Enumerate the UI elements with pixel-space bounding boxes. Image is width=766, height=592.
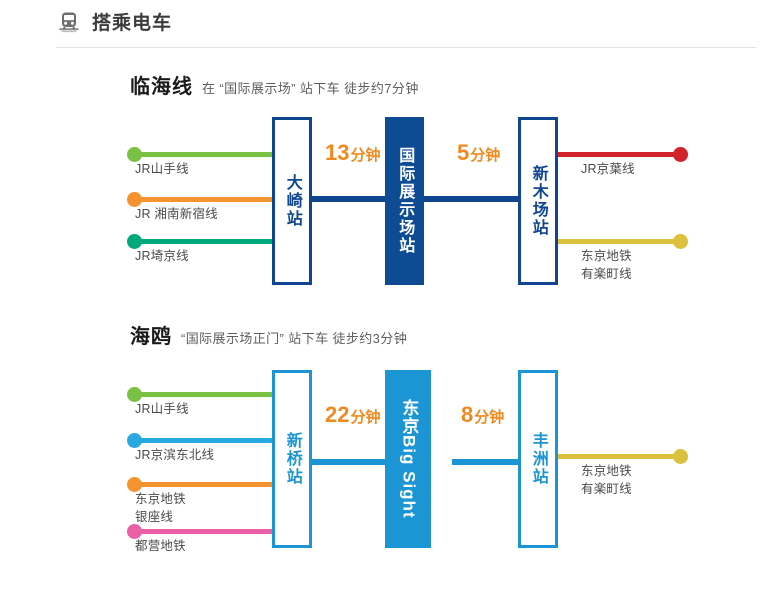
duration-5min: 5分钟 (457, 140, 500, 166)
page-header: 搭乘电车 (56, 10, 172, 36)
route-diagram-yurikamome: JR山手线 JR京滨东北线 东京地铁 银座线 都营地铁 新桥站 东京Big Si… (0, 355, 766, 575)
station-box-shinkiba[interactable]: 新木场站 (518, 117, 558, 285)
trunk-segment-2 (416, 196, 526, 202)
duration-8min: 8分钟 (461, 402, 504, 428)
line-name-rinkai: 临海线 (130, 76, 193, 98)
feeder-label-2: 东京地铁 银座线 (135, 492, 186, 525)
line-note-yurikamome: “国际展示场正门” 站下车 徒步约3分钟 (181, 331, 408, 346)
section-heading-yurikamome: 海鸥 “国际展示场正门” 站下车 徒步约3分钟 (130, 320, 407, 349)
right-feeder-label-1: 东京地铁 有楽町线 (581, 249, 632, 282)
feeder-line-1 (134, 197, 278, 202)
duration-22min-number: 22 (325, 402, 350, 427)
feeder-line-0 (134, 152, 278, 157)
trunk-segment-1 (302, 459, 394, 465)
line-note-rinkai: 在 “国际展示场” 站下车 徒步约7分钟 (202, 81, 419, 96)
right-feeder-line-1 (558, 239, 683, 244)
section-heading-rinkai: 临海线 在 “国际展示场” 站下车 徒步约7分钟 (130, 70, 419, 99)
feeder-label-1: JR京滨东北线 (135, 448, 215, 462)
right-feeder-label-0: 东京地铁 有楽町线 (581, 464, 632, 497)
right-feeder-line-0 (558, 454, 683, 459)
feeder-line-3 (134, 529, 278, 534)
station-box-tokyo-big-sight[interactable]: 东京Big Sight (385, 370, 431, 548)
right-feeder-label-0: JR京葉线 (581, 162, 635, 176)
duration-13min-number: 13 (325, 140, 350, 165)
duration-5min-number: 5 (457, 140, 470, 165)
page-title: 搭乘电车 (92, 12, 173, 34)
line-name-yurikamome: 海鸥 (130, 326, 172, 348)
duration-5min-unit: 分钟 (470, 147, 501, 164)
feeder-label-1: JR 湘南新宿线 (135, 207, 218, 221)
duration-22min-unit: 分钟 (350, 409, 381, 426)
right-feeder-dot-0 (673, 449, 688, 464)
feeder-label-2: JR埼京线 (135, 249, 189, 263)
feeder-line-2 (134, 482, 278, 487)
feeder-line-1 (134, 438, 278, 443)
route-diagram-rinkai: JR山手线 JR 湘南新宿线 JR埼京线 大崎站 国际展示场站 新木场站 13分… (0, 100, 766, 310)
feeder-label-0: JR山手线 (135, 402, 189, 416)
trunk-segment-1 (302, 196, 394, 202)
header-divider (56, 47, 756, 48)
trunk-segment-2 (452, 459, 526, 465)
duration-13min: 13分钟 (325, 140, 381, 166)
station-box-osaki[interactable]: 大崎站 (272, 117, 312, 285)
train-icon (56, 10, 82, 36)
feeder-label-3: 都营地铁 (135, 539, 186, 553)
duration-13min-unit: 分钟 (350, 147, 381, 164)
feeder-line-2 (134, 239, 278, 244)
duration-22min: 22分钟 (325, 402, 381, 428)
right-feeder-line-0 (558, 152, 683, 157)
feeder-label-0: JR山手线 (135, 162, 189, 176)
duration-8min-unit: 分钟 (474, 409, 505, 426)
right-feeder-dot-0 (673, 147, 688, 162)
duration-8min-number: 8 (461, 402, 474, 427)
station-box-kokusai-tenjijo[interactable]: 国际展示场站 (385, 117, 424, 285)
station-box-toyosu[interactable]: 丰洲站 (518, 370, 558, 548)
feeder-line-0 (134, 392, 278, 397)
station-box-shimbashi[interactable]: 新桥站 (272, 370, 312, 548)
right-feeder-dot-1 (673, 234, 688, 249)
station-label-tokyo-big-sight: 东京Big Sight (399, 399, 419, 519)
